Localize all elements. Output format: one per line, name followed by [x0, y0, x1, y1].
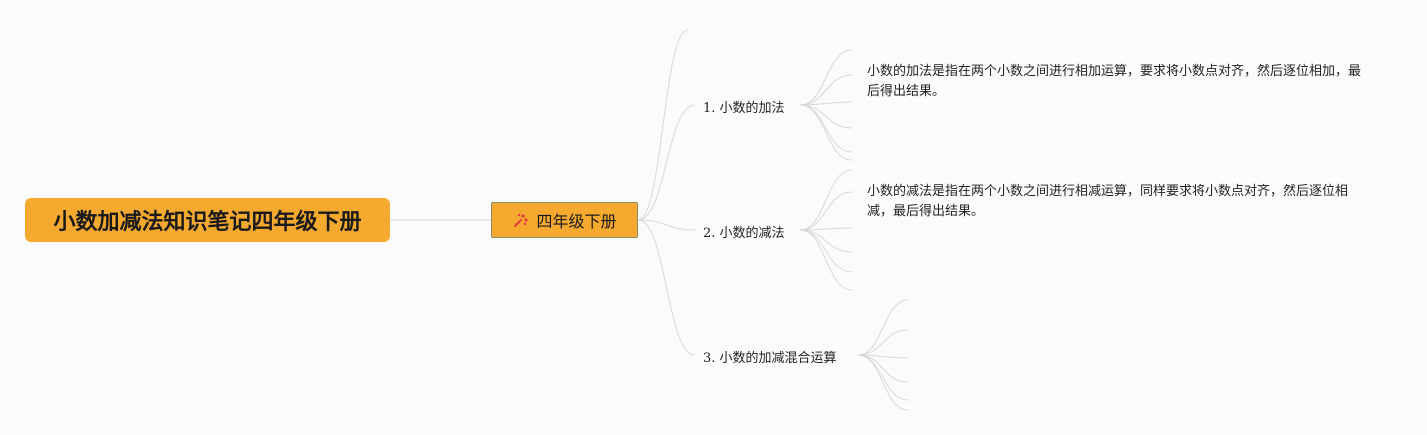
connector-mixed-child-0: [857, 299, 909, 356]
leaf-addition-detail[interactable]: 小数的加法是指在两个小数之间进行相加运算，要求将小数点对齐，然后逐位相加，最后得…: [867, 64, 1362, 99]
leaf-subtraction-detail[interactable]: 小数的减法是指在两个小数之间进行相减运算，同样要求将小数点对齐，然后逐位相减，最…: [867, 184, 1349, 219]
connector-main-mixed: [637, 219, 696, 356]
party-popper-icon: [512, 211, 530, 229]
connector-main-subtraction: [637, 219, 696, 231]
connector-main-stub: [637, 29, 689, 221]
connector-subtraction-child-1: [799, 191, 853, 231]
branch-subtraction[interactable]: 2. 小数的减法: [703, 226, 785, 241]
connector-subtraction-child-0: [799, 169, 853, 231]
branch-mixed[interactable]: 3. 小数的加减混合运算: [703, 351, 837, 366]
connector-main-addition: [637, 104, 696, 221]
main-topic-label: 四年级下册: [536, 212, 617, 231]
connector-mixed-child-5: [857, 354, 909, 411]
connector-addition-child-4: [799, 104, 853, 153]
branch-addition[interactable]: 1. 小数的加法: [703, 101, 785, 116]
connector-addition-child-1: [799, 74, 853, 106]
connector-addition-child-3: [799, 104, 853, 129]
root-node[interactable]: 小数加减法知识笔记四年级下册: [25, 198, 390, 242]
main-topic-node[interactable]: 四年级下册: [491, 202, 638, 238]
root-node-label: 小数加减法知识笔记四年级下册: [53, 210, 362, 235]
connector-addition-child-5: [799, 104, 853, 161]
connector-subtraction-child-3: [799, 229, 853, 253]
connector-addition-child-0: [799, 49, 853, 106]
connector-subtraction-child-5: [799, 229, 853, 291]
connector-mixed-child-1: [857, 329, 909, 356]
connector-addition-child-2: [799, 101, 853, 106]
connector-mixed-child-4: [857, 354, 909, 401]
